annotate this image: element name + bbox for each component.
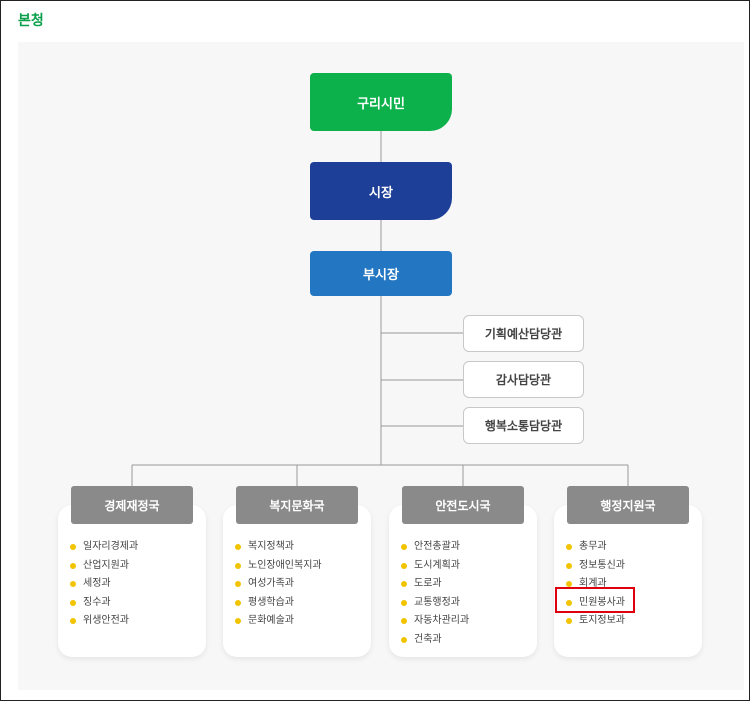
bullet-icon xyxy=(566,599,572,606)
department-item[interactable]: 복지정책과 xyxy=(235,538,322,557)
bullet-icon xyxy=(401,636,407,643)
department-item[interactable]: 일자리경제과 xyxy=(70,538,138,557)
bullet-icon xyxy=(70,618,76,625)
department-item[interactable]: 산업지원과 xyxy=(70,557,138,576)
bullet-icon xyxy=(566,618,572,625)
department-label: 여성가족과 xyxy=(248,578,294,589)
department-item[interactable]: 도로과 xyxy=(401,575,469,594)
department-item[interactable]: 민원봉사과 xyxy=(566,594,625,613)
department-item[interactable]: 교통행정과 xyxy=(401,594,469,613)
bureau-header-economy-finance[interactable]: 경제재정국 xyxy=(71,486,193,524)
department-label: 토지정보과 xyxy=(579,615,625,626)
department-label: 도시계획과 xyxy=(414,559,460,571)
mayor-node[interactable]: 시장 xyxy=(310,162,452,220)
bureau-header-safe-city[interactable]: 안전도시국 xyxy=(402,486,524,524)
department-label: 회계과 xyxy=(579,578,607,589)
bureau-card-welfare-culture xyxy=(223,505,371,657)
department-item[interactable]: 토지정보과 xyxy=(566,612,625,631)
section-title: 본청 xyxy=(18,13,44,29)
bullet-icon xyxy=(235,599,241,606)
bureau-header-admin-support[interactable]: 행정지원국 xyxy=(567,486,689,524)
bullet-icon xyxy=(235,581,241,588)
department-label: 산업지원과 xyxy=(83,559,129,571)
bullet-icon xyxy=(235,618,241,625)
bullet-icon xyxy=(401,581,407,588)
bureau-card-safe-city xyxy=(389,505,537,657)
department-label: 총무과 xyxy=(579,541,607,552)
department-label: 노인장애인복지과 xyxy=(248,559,322,571)
staff-office-planning-budget[interactable]: 기획예산담당관 xyxy=(463,315,584,352)
bullet-icon xyxy=(401,562,407,569)
bullet-icon xyxy=(566,562,572,569)
bullet-icon xyxy=(401,618,407,625)
department-item[interactable]: 여성가족과 xyxy=(235,575,322,594)
department-item[interactable]: 노인장애인복지과 xyxy=(235,557,322,576)
department-list-safe-city: 안전총괄과 도시계획과 도로과 교통행정과 자동차관리과 건축과 xyxy=(401,538,469,649)
department-item[interactable]: 위생안전과 xyxy=(70,612,138,631)
bullet-icon xyxy=(235,544,241,551)
department-label: 세정과 xyxy=(83,578,111,589)
department-item[interactable]: 도시계획과 xyxy=(401,557,469,576)
bureau-header-welfare-culture[interactable]: 복지문화국 xyxy=(236,486,358,524)
department-item[interactable]: 총무과 xyxy=(566,538,625,557)
department-item[interactable]: 문화예술과 xyxy=(235,612,322,631)
department-item[interactable]: 안전총괄과 xyxy=(401,538,469,557)
department-label: 건축과 xyxy=(414,633,442,645)
department-label: 평생학습과 xyxy=(248,596,294,608)
staff-office-communication[interactable]: 행복소통담당관 xyxy=(463,407,584,444)
department-item[interactable]: 정보통신과 xyxy=(566,557,625,576)
bullet-icon xyxy=(235,562,241,569)
department-label: 일자리경제과 xyxy=(83,541,139,552)
department-label: 자동차관리과 xyxy=(414,615,470,626)
department-label: 징수과 xyxy=(83,596,111,608)
bullet-icon xyxy=(566,581,572,588)
department-label: 도로과 xyxy=(414,578,442,589)
department-item[interactable]: 건축과 xyxy=(401,631,469,650)
bureau-card-economy-finance xyxy=(58,505,206,657)
bullet-icon xyxy=(401,599,407,606)
department-item[interactable]: 회계과 xyxy=(566,575,625,594)
department-label: 복지정책과 xyxy=(248,541,294,552)
bullet-icon xyxy=(401,544,407,551)
department-label: 교통행정과 xyxy=(414,596,460,608)
department-label: 안전총괄과 xyxy=(414,541,460,552)
department-list-admin-support: 총무과 정보통신과 회계과 민원봉사과 토지정보과 xyxy=(566,538,625,631)
department-label: 위생안전과 xyxy=(83,615,129,626)
bullet-icon xyxy=(70,599,76,606)
bullet-icon xyxy=(566,544,572,551)
department-list-welfare-culture: 복지정책과 노인장애인복지과 여성가족과 평생학습과 문화예술과 xyxy=(235,538,322,631)
department-label: 민원봉사과 xyxy=(579,596,625,608)
bullet-icon xyxy=(70,562,76,569)
department-list-economy-finance: 일자리경제과 산업지원과 세정과 징수과 위생안전과 xyxy=(70,538,138,631)
department-label: 정보통신과 xyxy=(579,559,625,571)
vice-mayor-node[interactable]: 부시장 xyxy=(310,251,452,296)
department-item[interactable]: 징수과 xyxy=(70,594,138,613)
citizens-node[interactable]: 구리시민 xyxy=(310,73,452,131)
department-item[interactable]: 평생학습과 xyxy=(235,594,322,613)
bullet-icon xyxy=(70,581,76,588)
highlight-box xyxy=(555,587,635,613)
staff-office-audit[interactable]: 감사담당관 xyxy=(463,361,584,398)
bureau-card-admin-support xyxy=(554,505,702,657)
bullet-icon xyxy=(70,544,76,551)
department-item[interactable]: 세정과 xyxy=(70,575,138,594)
department-label: 문화예술과 xyxy=(248,615,294,626)
department-item[interactable]: 자동차관리과 xyxy=(401,612,469,631)
